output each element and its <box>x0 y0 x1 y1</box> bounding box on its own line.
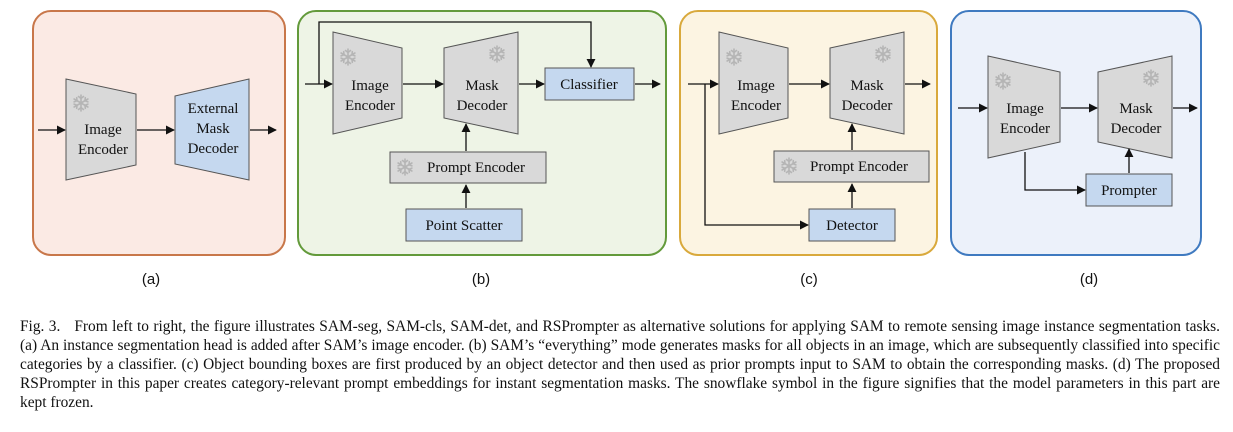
external-mask-decoder-a: External Mask Decoder <box>174 78 250 181</box>
image-encoder-d-label-1: Image <box>1006 101 1044 117</box>
image-encoder-b-label-1: Image <box>351 78 389 94</box>
figure-caption: Fig. 3.From left to right, the figure il… <box>20 317 1220 412</box>
arrow-enc-prompter-d <box>1024 152 1086 195</box>
prompter-label: Prompter <box>1101 183 1157 199</box>
panel-d: Image Encoder Mask Decoder Prompter <box>950 10 1202 256</box>
panel-a-label: (a) <box>142 271 160 288</box>
image-encoder-c: Image Encoder <box>718 31 789 135</box>
image-encoder-a-label-2: Encoder <box>78 142 128 158</box>
mask-decoder-d-label-1: Mask <box>1119 101 1153 117</box>
panel-a-frame <box>32 10 286 256</box>
prompt-encoder-b-label: Prompt Encoder <box>427 160 525 176</box>
image-encoder-d: Image Encoder <box>987 55 1061 159</box>
image-encoder-a-label-1: Image <box>84 122 122 138</box>
mask-decoder-a-label-2: Mask <box>196 121 230 137</box>
detector-label: Detector <box>826 218 878 234</box>
image-encoder-b-label-2: Encoder <box>345 98 395 114</box>
image-encoder-c-label-2: Encoder <box>731 98 781 114</box>
mask-decoder-c-label-2: Decoder <box>842 98 893 114</box>
image-encoder-d-label-2: Encoder <box>1000 121 1050 137</box>
mask-decoder-c: Mask Decoder <box>829 31 905 135</box>
panel-d-label: (d) <box>1080 271 1098 288</box>
classifier-box: Classifier <box>544 67 635 101</box>
prompt-encoder-c-label: Prompt Encoder <box>810 159 908 175</box>
mask-decoder-a-label-3: Decoder <box>188 141 239 157</box>
mask-decoder-b: Mask Decoder <box>443 31 519 135</box>
image-encoder-c-label-1: Image <box>737 78 775 94</box>
mask-decoder-d: Mask Decoder <box>1097 55 1173 159</box>
caption-text: From left to right, the figure illustrat… <box>20 318 1220 411</box>
detector-box: Detector <box>808 208 896 242</box>
architecture-diagram: Image Encoder External Mask Decoder (a) … <box>32 10 1202 288</box>
mask-decoder-d-label-2: Decoder <box>1111 121 1162 137</box>
panel-c-label: (c) <box>800 271 818 288</box>
mask-decoder-a-label-1: External <box>188 101 239 117</box>
arrow-input-detector-c <box>704 84 809 230</box>
mask-decoder-c-label-1: Mask <box>850 78 884 94</box>
prompt-encoder-c: Prompt Encoder <box>773 150 930 183</box>
image-encoder-a: Image Encoder <box>65 78 137 181</box>
prompter-box: Prompter <box>1085 173 1173 207</box>
panel-b-label: (b) <box>472 271 490 288</box>
arrow-skip-b <box>318 21 596 84</box>
point-scatter-box: Point Scatter <box>405 208 523 242</box>
panel-a: Image Encoder External Mask Decoder <box>32 10 286 256</box>
prompt-encoder-b: Prompt Encoder <box>389 151 547 184</box>
mask-decoder-b-label-2: Decoder <box>457 98 508 114</box>
figure-number: Fig. 3. <box>20 318 61 335</box>
classifier-label: Classifier <box>560 77 618 93</box>
point-scatter-label: Point Scatter <box>425 218 502 234</box>
panel-b: Image Encoder Mask Decoder Classifier Pr… <box>297 10 667 256</box>
image-encoder-b: Image Encoder <box>332 31 403 135</box>
mask-decoder-b-label-1: Mask <box>465 78 499 94</box>
panel-c: Image Encoder Mask Decoder Prompt Encode… <box>679 10 938 256</box>
